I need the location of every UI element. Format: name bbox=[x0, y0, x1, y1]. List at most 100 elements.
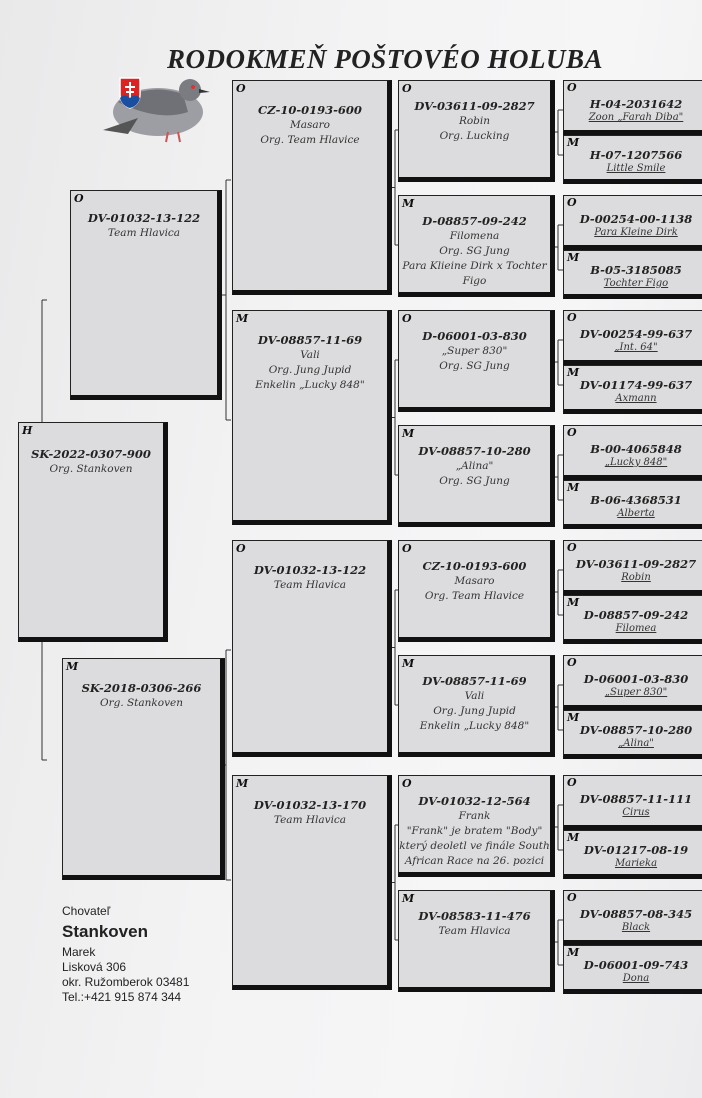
breeder-name: Stankoven bbox=[62, 922, 148, 941]
pigeon-detail: Team Hlavica bbox=[107, 227, 181, 239]
ring-number: D-00254-00-1138 bbox=[579, 212, 693, 226]
sex-label: O bbox=[402, 542, 412, 555]
pigeon-detail: Enkelin „Lucky 848" bbox=[419, 720, 530, 732]
ring-number: H-04-2031642 bbox=[589, 97, 683, 111]
sex-label: M bbox=[567, 366, 580, 379]
ring-number: B-00-4065848 bbox=[590, 442, 682, 456]
ring-number: DV-01217-08-19 bbox=[583, 843, 689, 857]
pigeon-detail: Filomea bbox=[615, 623, 657, 634]
sex-label: M bbox=[567, 711, 580, 724]
sex-label: M bbox=[402, 892, 415, 905]
pigeon-detail: Org. SG Jung bbox=[439, 475, 510, 487]
ring-number: DV-08857-08-345 bbox=[579, 907, 693, 921]
breeder-first-name: Marek bbox=[62, 945, 96, 959]
sex-label: O bbox=[567, 81, 577, 94]
pigeon-detail: Org. Lucking bbox=[439, 130, 510, 142]
sex-label: M bbox=[567, 946, 580, 959]
sex-label: O bbox=[567, 656, 577, 669]
pigeon-detail: Robin bbox=[621, 572, 651, 583]
pigeon-detail: Team Hlavica bbox=[273, 814, 347, 826]
ring-number: CZ-10-0193-600 bbox=[258, 103, 362, 117]
sex-label: O bbox=[567, 776, 577, 789]
pigeon-detail: Dona bbox=[622, 973, 650, 984]
pigeon-detail: Filomena bbox=[449, 230, 500, 242]
pigeon-detail: Alberta bbox=[617, 508, 655, 519]
breeder-info: Chovateľ Stankoven Marek Lisková 306 okr… bbox=[62, 904, 189, 1005]
pigeon-detail: Black bbox=[621, 922, 651, 933]
pigeon-detail: Vali bbox=[300, 349, 320, 361]
pigeon-detail: Team Hlavica bbox=[273, 579, 347, 591]
sex-label: O bbox=[74, 192, 84, 205]
ring-number: DV-08857-11-69 bbox=[422, 674, 527, 688]
pigeon-detail: Zoon „Farah Diba" bbox=[588, 112, 684, 123]
sex-label: M bbox=[402, 197, 415, 210]
sex-label: M bbox=[236, 777, 249, 790]
pigeon-detail: Org. Jung Jupid bbox=[433, 705, 516, 717]
pigeon-detail: Tochter Figo bbox=[603, 278, 669, 289]
ring-number: B-05-3185085 bbox=[590, 263, 682, 277]
ring-number: DV-01174-99-637 bbox=[579, 378, 693, 392]
sex-label: O bbox=[567, 891, 577, 904]
pigeon-detail: Org. Stankoven bbox=[99, 697, 184, 709]
pigeon-detail: Marieka bbox=[614, 858, 658, 869]
ring-number: SK-2018-0306-266 bbox=[81, 681, 202, 695]
pigeon-detail: Org. Jung Jupid bbox=[268, 364, 352, 376]
sex-label: O bbox=[567, 541, 577, 554]
ring-number: DV-08857-10-280 bbox=[579, 723, 693, 737]
ring-number: D-06001-03-830 bbox=[422, 329, 527, 343]
pigeon-detail: „Alina" bbox=[455, 460, 494, 472]
sex-label: M bbox=[567, 136, 580, 149]
breeder-label: Chovateľ bbox=[62, 904, 111, 918]
pigeon-detail: Team Hlavica bbox=[438, 925, 511, 937]
pigeon-detail: Para Klieine Dirk x Tochter bbox=[402, 260, 547, 272]
ring-number: D-08857-09-242 bbox=[422, 214, 527, 228]
pigeon-detail: „Alina" bbox=[618, 738, 654, 749]
ring-number: DV-08583-11-476 bbox=[418, 909, 531, 923]
breeder-street: Lisková 306 bbox=[62, 960, 127, 974]
ring-number: CZ-10-0193-600 bbox=[422, 559, 527, 573]
pigeon-detail: Enkelin „Lucky 848" bbox=[255, 379, 365, 391]
ring-number: DV-03611-09-2827 bbox=[575, 557, 697, 571]
pigeon-detail: Org. Team Hlavice bbox=[424, 590, 525, 602]
pigeon-logo-icon bbox=[103, 77, 210, 143]
pigeon-detail: Org. Team Hlavice bbox=[260, 134, 360, 146]
pigeon-detail: který deoletl ve finále South bbox=[399, 840, 550, 852]
pigeon-detail: „Int. 64" bbox=[614, 342, 658, 353]
ring-number: DV-08857-11-111 bbox=[579, 792, 693, 806]
pigeon-detail: Masaro bbox=[289, 119, 330, 131]
ring-number: DV-01032-12-564 bbox=[418, 794, 531, 808]
ring-number: DV-08857-11-69 bbox=[257, 333, 363, 347]
sex-label: O bbox=[567, 311, 577, 324]
sex-label: M bbox=[236, 312, 249, 325]
pigeon-detail: „Super 830" bbox=[604, 687, 668, 698]
ring-number: H-07-1207566 bbox=[589, 148, 683, 162]
breeder-phone: Tel.:+421 915 874 344 bbox=[62, 990, 182, 1004]
ring-number: DV-03611-09-2827 bbox=[414, 99, 535, 113]
pigeon-detail: Little Smile bbox=[606, 163, 666, 174]
pigeon-detail: Org. SG Jung bbox=[439, 360, 510, 372]
ring-number: D-08857-09-242 bbox=[583, 608, 689, 622]
ring-number: SK-2022-0307-900 bbox=[31, 447, 151, 461]
ring-number: DV-01032-13-170 bbox=[253, 798, 367, 812]
pigeon-detail: „Super 830" bbox=[441, 345, 508, 357]
sex-label: M bbox=[402, 427, 415, 440]
pigeon-detail: Org. Stankoven bbox=[49, 463, 133, 475]
